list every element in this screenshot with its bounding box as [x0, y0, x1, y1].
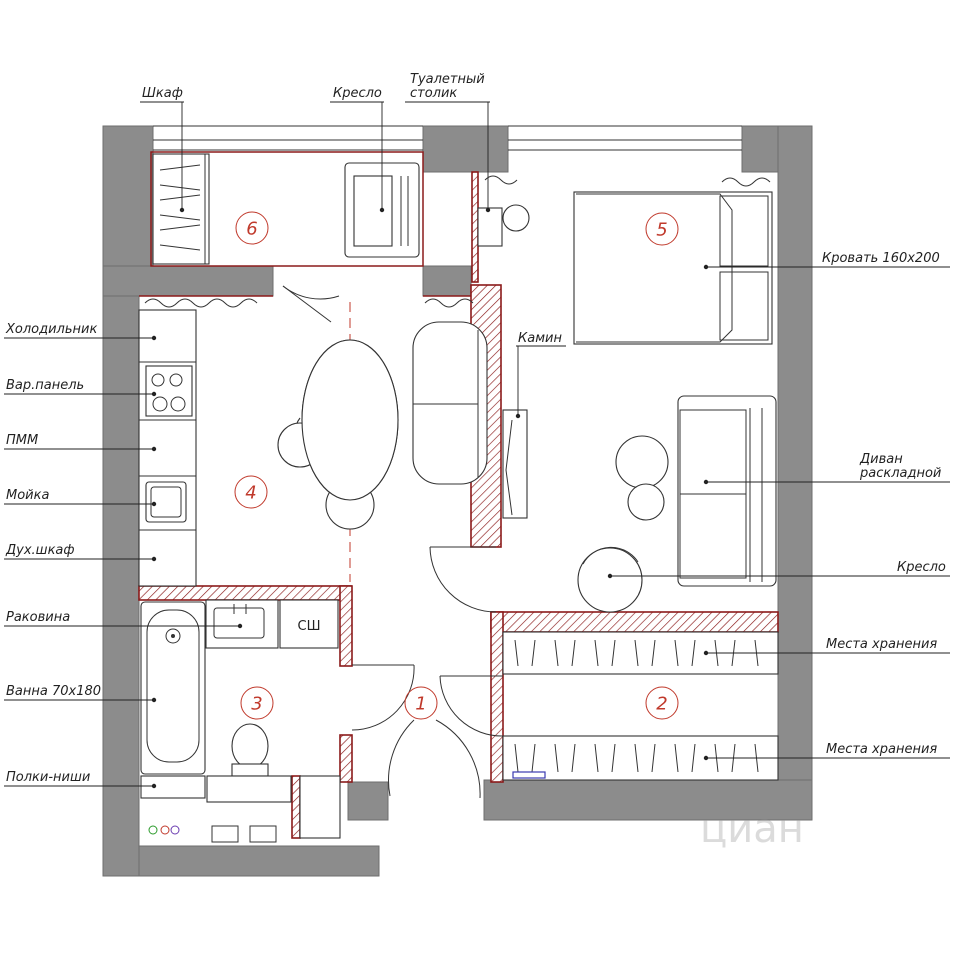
- cooktop: [145, 365, 193, 417]
- vanity: [477, 204, 530, 247]
- coffee-tables: [615, 435, 669, 521]
- sofa-bed: [677, 395, 777, 587]
- label-cooktop: Вар.панель: [6, 378, 84, 393]
- toilet: [231, 723, 269, 777]
- svg-text:3: 3: [251, 694, 262, 715]
- dining-group: [277, 339, 399, 530]
- label-armchair-right: Кресло: [897, 560, 946, 575]
- svg-text:4: 4: [245, 483, 256, 504]
- shelves: [140, 775, 341, 839]
- label-shelves: Полки-ниши: [6, 770, 90, 785]
- room-number-6: 6: [235, 211, 269, 245]
- storage-closets: [502, 631, 779, 781]
- outer-walls: [102, 125, 813, 877]
- label-fireplace: Камин: [518, 331, 562, 346]
- windows: [153, 125, 742, 151]
- fireplace: [502, 409, 528, 519]
- label-sink: Мойка: [6, 488, 49, 503]
- bathroom: [140, 599, 341, 843]
- label-basin: Раковина: [6, 610, 70, 625]
- room-number-2: 2: [645, 686, 679, 720]
- leader-lines: [4, 101, 950, 789]
- label-storage-1: Места хранения: [826, 637, 937, 652]
- label-oven: Дух.шкаф: [5, 543, 75, 558]
- label-wardrobe: Шкаф: [142, 86, 183, 101]
- label-fridge: Холодильник: [5, 322, 97, 337]
- svg-text:2: 2: [656, 694, 667, 715]
- room-number-4: 4: [234, 475, 268, 509]
- hall-doors: [351, 664, 504, 799]
- label-storage-2: Места хранения: [826, 742, 937, 757]
- shelf-items: [148, 825, 277, 843]
- basin: [205, 599, 279, 649]
- room-number-5: 5: [645, 212, 679, 246]
- living-armchair: [577, 546, 643, 613]
- bed: [573, 191, 773, 345]
- label-bathtub: Ванна 70х180: [6, 684, 101, 699]
- svg-text:1: 1: [415, 694, 426, 715]
- svg-text:6: 6: [246, 219, 257, 240]
- kitchen-sofa: [412, 321, 488, 485]
- kitchen-cabinets: [138, 309, 197, 587]
- svg-text:5: 5: [656, 220, 667, 241]
- kitchen-sink: [145, 481, 187, 523]
- balcony-door: [282, 285, 351, 582]
- room-number-3: 3: [240, 686, 274, 720]
- room-numbers: 6 5 4 3 1 2: [234, 211, 679, 720]
- label-dishwasher: ПММ: [6, 433, 38, 448]
- living-door: [429, 546, 497, 613]
- room-number-1: 1: [404, 686, 438, 720]
- label-bed: Кровать 160х200: [822, 251, 940, 266]
- washer-box: [279, 599, 339, 649]
- label-washer: СШ: [298, 619, 321, 634]
- label-armchair-top: Кресло: [333, 86, 382, 101]
- watermark: циан: [700, 806, 804, 852]
- heater: [144, 298, 258, 308]
- bathtub: [140, 601, 206, 775]
